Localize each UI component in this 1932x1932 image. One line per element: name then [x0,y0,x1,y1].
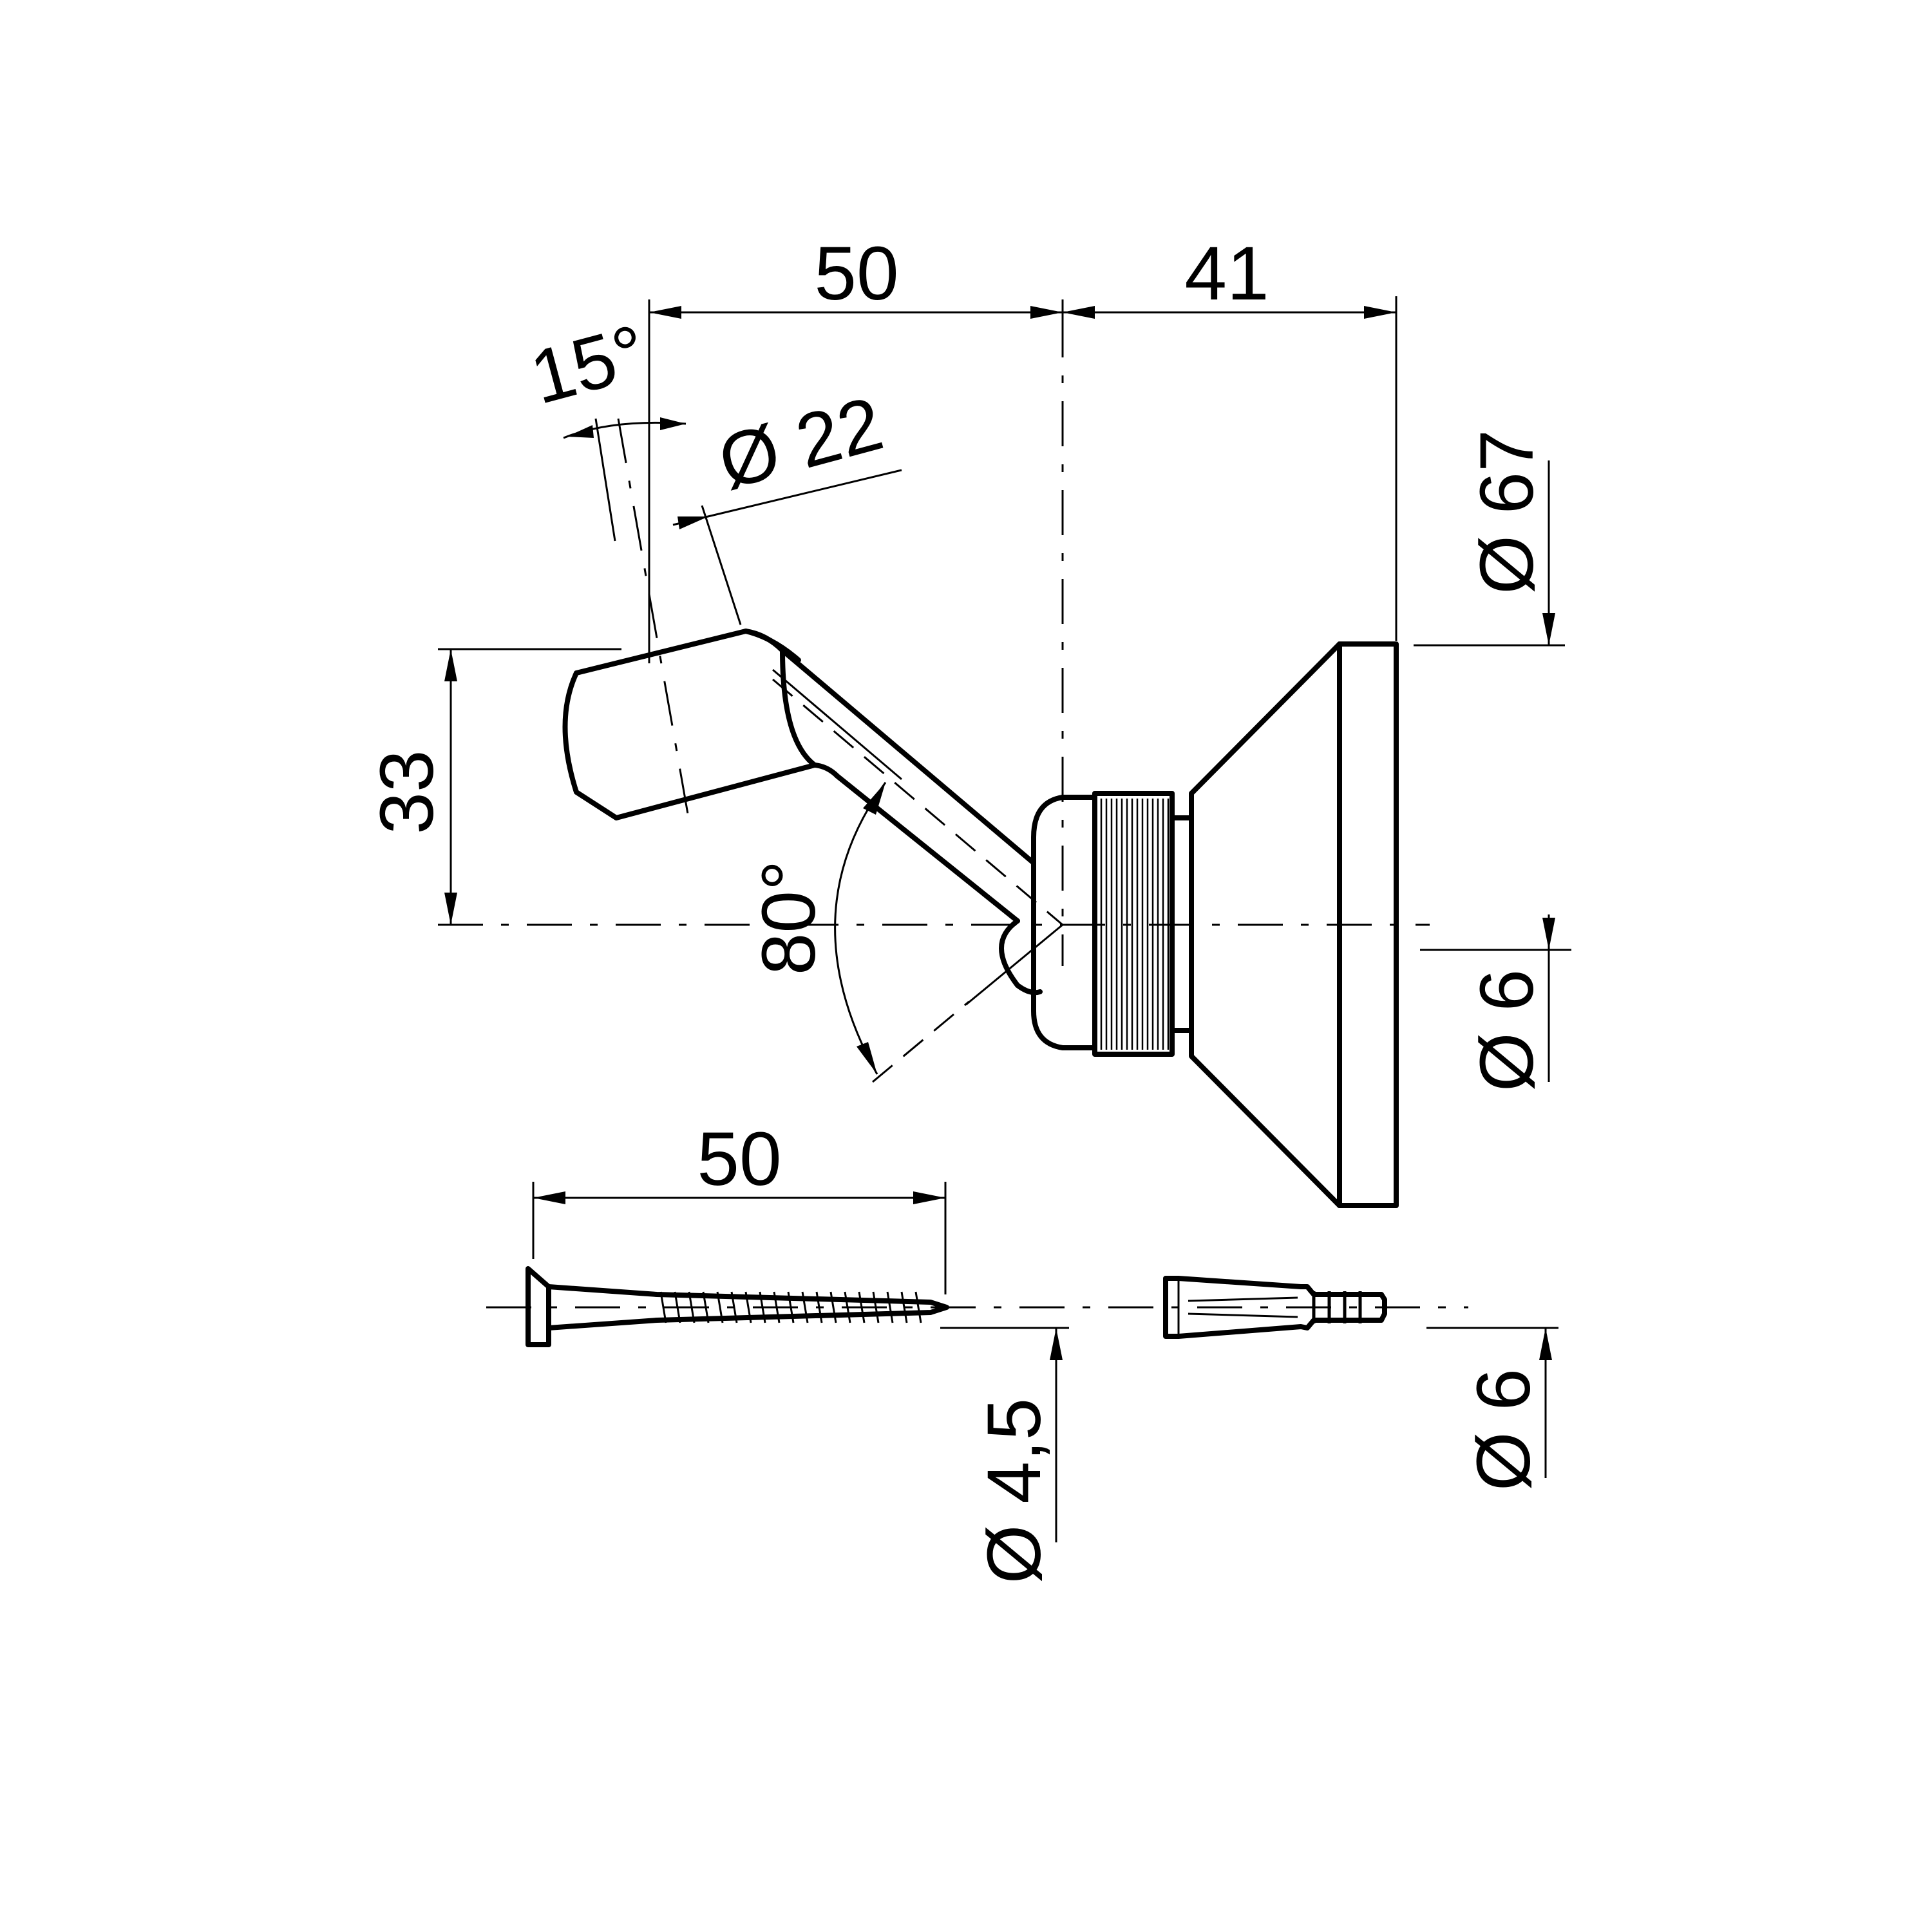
dim-depth-label: 41 [1184,231,1269,316]
dim-reach-label: 50 [814,231,898,316]
wall-plug [1163,1276,1387,1339]
arm-axis-line [772,678,1063,926]
screw [526,1266,949,1347]
dim-tilt-label: 15° [522,308,656,421]
dim-plug-diameter: Ø 6 [1426,1327,1558,1491]
holder-axis-line [617,418,690,822]
dim-screw-length-label: 50 [697,1117,781,1202]
dim-screw-length: 50 [532,1117,947,1294]
shower-holder-clamp [562,629,902,820]
dim-screw-diameter-label: Ø 4,5 [972,1398,1057,1584]
dim-outlet-diameter-label: Ø 6 [1464,969,1549,1092]
dim-outlet-diameter: Ø 6 [1420,914,1571,1092]
dim-base-diameter-label: Ø 67 [1464,430,1549,594]
screw-threads [659,1291,922,1323]
dim-height: 33 [365,648,621,925]
plug-ribs [1312,1291,1362,1323]
dim-depth: 41 [1063,231,1397,641]
dim-screw-diameter: Ø 4,5 [940,1327,1069,1584]
dim-holder-diameter-label: Ø 22 [710,381,891,506]
dim-swivel-label: 80° [746,860,831,975]
dim-height-label: 33 [365,750,450,834]
wall-base [1189,641,1399,1208]
dim-tilt: 15° [522,308,687,542]
dim-swivel: 80° [746,782,1063,1083]
dim-base-diameter: Ø 67 [1414,430,1565,647]
swivel-joint [1031,791,1194,1057]
knurl-lines [1100,799,1170,1050]
dim-holder-diameter: Ø 22 [672,381,902,625]
dim-plug-diameter-label: Ø 6 [1461,1368,1546,1491]
dim-reach: 50 [648,231,1064,663]
